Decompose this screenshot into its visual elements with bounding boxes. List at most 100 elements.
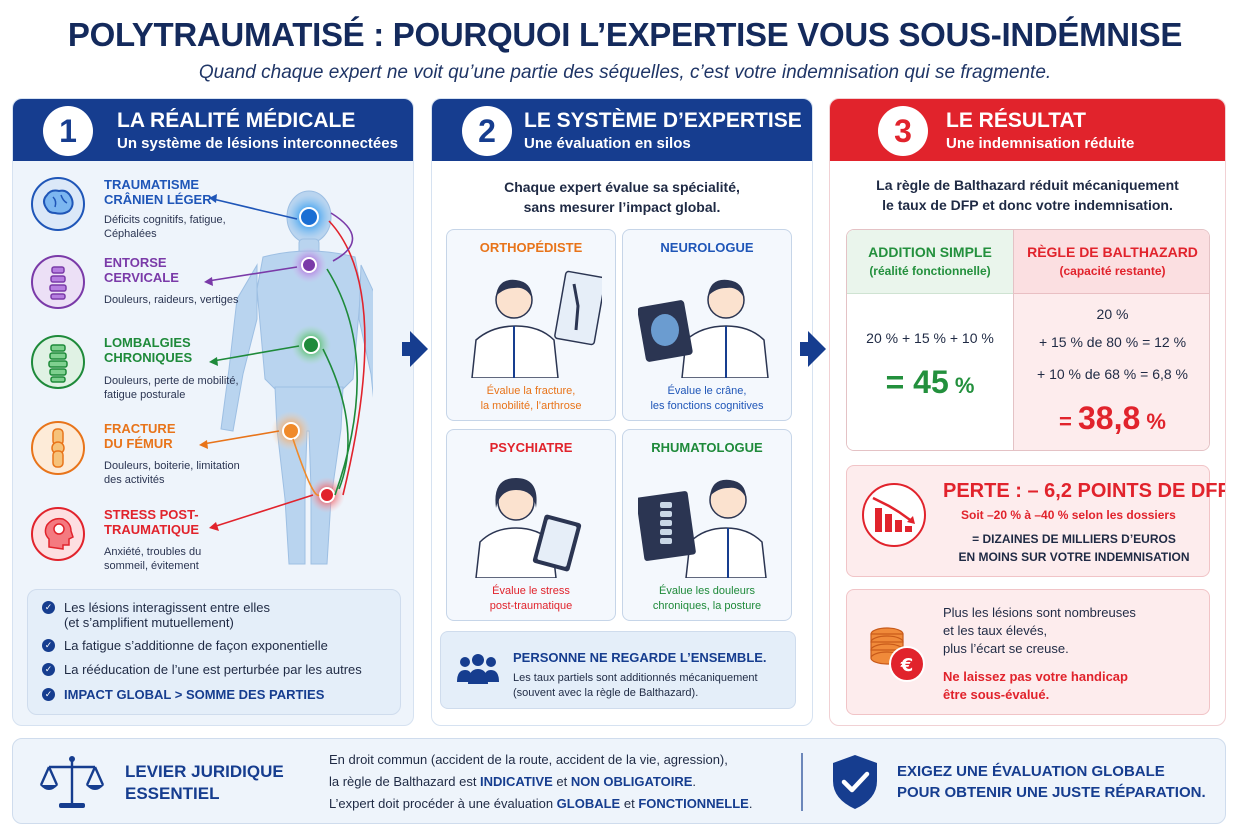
injury-description: Douleurs, perte de mobilité, fatigue pos… [104, 375, 239, 401]
injury-description: Anxiété, troubles du sommeil, évitement [104, 546, 202, 572]
intro-line: La règle de Balthazard réduit mécaniquem… [876, 177, 1179, 193]
scales-of-justice-icon [39, 756, 105, 808]
expert-card-neurologist: NEUROLOGUE Évalue le crâne, les fonctions… [622, 229, 792, 421]
page-subtitle: Quand chaque expert ne voit qu’une parti… [198, 62, 1052, 83]
step-number: 2 [462, 106, 512, 156]
panel-title: LE SYSTÈME D’EXPERTISE [524, 109, 802, 132]
divider [801, 753, 803, 811]
step-number: 1 [43, 106, 93, 156]
panel-expertise-system: 2 LE SYSTÈME D’EXPERTISE Une évaluation … [431, 98, 813, 726]
result-value: 45 [913, 364, 949, 400]
svg-text:€: € [900, 655, 914, 676]
intro-line: sans mesurer l’impact global. [523, 199, 721, 215]
panel-subtitle: Un système de lésions interconnectées [117, 135, 398, 152]
knee-joint-icon [31, 421, 85, 475]
gap-text: plus l’écart se creuse. [943, 641, 1069, 656]
head-stress-icon [31, 507, 85, 561]
loss-title: PERTE : – 6,2 POINTS DE DFP [943, 480, 1226, 502]
column-subtitle: (capacité restante) [1059, 264, 1166, 278]
injury-name-l2: TRAUMATIQUE [104, 522, 200, 537]
panel-subtitle: Une évaluation en silos [524, 135, 691, 152]
check-text: IMPACT GLOBAL > SOMME DES PARTIES [64, 687, 325, 702]
check-text: La rééducation de l’une est perturbée pa… [64, 662, 362, 677]
expert-desc: les fonctions cognitives [650, 400, 764, 412]
doctor-spine-xray-icon [638, 479, 767, 578]
injury-name-l2: CHRONIQUES [104, 350, 193, 365]
group-people-icon [457, 654, 499, 684]
expert-desc: la mobilité, l’arthrose [480, 400, 582, 412]
loss-box: PERTE : – 6,2 POINTS DE DFP Soit –20 % à… [846, 465, 1225, 577]
balthazard-calc-line: + 10 % de 68 % = 6,8 % [1037, 366, 1188, 382]
result-unit: % [1140, 409, 1166, 434]
column-title: ADDITION SIMPLE [868, 244, 992, 260]
euro-coins-icon: € [870, 627, 925, 682]
panel-result: 3 LE RÉSULTAT Une indemnisation réduite … [829, 98, 1226, 726]
addition-result: = 45 % [847, 364, 1013, 401]
intro-line: le taux de DFP et donc votre indemnisati… [882, 197, 1173, 213]
shield-check-icon [833, 755, 877, 809]
column-title: RÈGLE DE BALTHAZARD [1027, 244, 1198, 260]
warning-text: Ne laissez pas votre handicap [943, 669, 1128, 684]
expert-card-orthopedist: ORTHOPÉDISTE Évalue la fracture, la mobil… [446, 229, 616, 421]
result-value: 38,8 [1078, 400, 1141, 436]
arrow-shaft [800, 342, 810, 356]
result-unit: % [948, 373, 975, 398]
injury-name-l2: DU FÉMUR [104, 436, 173, 451]
loss-text: = DIZAINES DE MILLIERS D’EUROS [972, 532, 1176, 546]
panel-header: 2 LE SYSTÈME D’EXPERTISE Une évaluation … [432, 99, 812, 161]
nobody-looks-title: PERSONNE NE REGARDE L’ENSEMBLE. [513, 650, 767, 665]
injury-name-l1: TRAUMATISME [104, 177, 200, 192]
declining-chart-icon [862, 483, 926, 547]
expert-name: NEUROLOGUE [660, 240, 754, 255]
balthazard-calc-line: + 15 % de 80 % = 12 % [1038, 334, 1187, 350]
warning-text: être sous-évalué. [943, 687, 1050, 702]
arrow-shaft [402, 342, 412, 356]
nobody-looks-box: PERSONNE NE REGARDE L’ENSEMBLE. Les taux… [440, 631, 796, 709]
gap-text: Plus les lésions sont nombreuses [943, 605, 1136, 620]
panel-title: LA RÉALITÉ MÉDICALE [117, 109, 356, 132]
step-number: 3 [878, 106, 928, 156]
expert-desc: Évalue la fracture, [486, 385, 576, 397]
nobody-looks-text: Les taux partiels sont additionnés mécan… [513, 672, 758, 684]
result-prefix: = [1059, 409, 1078, 434]
check-text: Les lésions interagissent entre elles [64, 600, 270, 615]
check-text: La fatigue s’additionne de façon exponen… [64, 638, 328, 653]
addition-calc: 20 % + 15 % + 10 % [866, 330, 994, 346]
arrow-right-icon [410, 331, 428, 367]
expert-desc: Évalue les douleurs [658, 585, 755, 597]
connector-lines [199, 194, 314, 531]
legal-lever-text: En droit commun (accident de la route, a… [329, 752, 753, 811]
arrow-right-icon [808, 331, 826, 367]
page-title: POLYTRAUMATISÉ : POURQUOI L’EXPERTISE VO… [67, 16, 1183, 53]
legal-lever-title: LEVIER JURIDIQUE [125, 762, 284, 781]
loss-text: EN MOINS SUR VOTRE INDEMNISATION [958, 550, 1190, 564]
expert-name: RHUMATOLOGUE [651, 440, 763, 455]
doctor-brain-scan-icon [638, 279, 769, 378]
call-to-action: EXIGEZ UNE ÉVALUATION GLOBALE [897, 763, 1165, 780]
panel-medical-reality: 1 LA RÉALITÉ MÉDICALE Un système de lési… [12, 98, 414, 726]
injury-name-l2: CERVICALE [104, 270, 179, 285]
brain-icon [31, 177, 85, 231]
doctor-clipboard-icon [475, 478, 582, 578]
expert-name: ORTHOPÉDISTE [479, 240, 583, 255]
result-prefix: = [885, 364, 914, 400]
injury-description: Douleurs, raideurs, vertiges [104, 294, 239, 306]
panel-subtitle: Une indemnisation réduite [946, 135, 1135, 152]
panel-intro: Chaque expert évalue sa spécialité,sans … [432, 177, 812, 217]
check-text-sub: (et s’amplifient mutuellement) [64, 615, 234, 630]
check-icon: ✓ [42, 601, 55, 614]
comparison-table: ADDITION SIMPLE (réalité fonctionnelle) … [846, 229, 1210, 451]
injury-name-l2: CRÂNIEN LÉGER [104, 192, 212, 207]
balthazard-result: = 38,8 % [1014, 400, 1209, 437]
interaction-checklist: ✓ Les lésions interagissent entre elles(… [27, 589, 401, 715]
expert-desc: post-traumatique [489, 600, 573, 612]
injury-name-l1: STRESS POST- [104, 507, 199, 522]
lumbar-spine-icon [31, 335, 85, 389]
expert-desc: Évalue le crâne, [667, 385, 747, 397]
balthazard-column: RÈGLE DE BALTHAZARD (capacité restante) … [1013, 230, 1209, 450]
doctor-xray-leg-icon [471, 270, 602, 378]
check-icon: ✓ [42, 639, 55, 652]
